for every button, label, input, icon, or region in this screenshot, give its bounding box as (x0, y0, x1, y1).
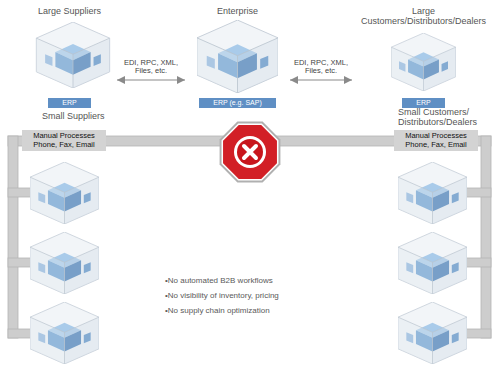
system-box: Large Customers/Distributors/DealersERP (352, 6, 495, 108)
stop-sign-rim (220, 122, 281, 183)
small-supplier-icon (30, 302, 99, 364)
bullet-note: •No automated B2B workflows (165, 276, 273, 285)
stop-sign-ring (234, 136, 266, 168)
node-heading: Enterprise (217, 6, 258, 16)
group-heading: Small Suppliers (42, 111, 105, 121)
gray-bar (463, 258, 491, 267)
edge-label: EDI, RPC, XML, Files, etc. (289, 59, 353, 76)
system-box: Large SuppliersERP (22, 6, 117, 108)
stop-sign (220, 122, 281, 183)
exchange-connector (117, 79, 185, 80)
exchange-connector (290, 79, 352, 80)
group-heading: Small Customers/ Distributors/Dealers (398, 107, 493, 128)
gray-bar (481, 136, 491, 338)
enterprise-erp-icon (197, 20, 278, 93)
bullet-note: •No supply chain optimization (165, 306, 270, 315)
node-heading: Large Customers/Distributors/Dealers (352, 6, 495, 27)
system-label: ERP (48, 98, 90, 108)
cross-mark (244, 146, 256, 158)
system-label: ERP (e.g. SAP) (199, 98, 276, 108)
process-label: Manual Processes Phone, Fax, Email (399, 132, 473, 149)
connectors (117, 80, 352, 81)
stop-sign-disc (237, 139, 263, 165)
small-supplier-icon (30, 232, 99, 294)
system-box: EnterpriseERP (e.g. SAP) (185, 6, 290, 108)
gray-bar (8, 136, 18, 338)
customer-erp-icon (391, 33, 455, 91)
node-heading: Large Suppliers (38, 6, 101, 16)
stop-sign-face (222, 124, 277, 179)
system-label: ERP (402, 98, 444, 108)
gray-bar (463, 329, 491, 338)
large-cubes (36, 20, 455, 93)
process-band: Manual Processes Phone, Fax, Email (394, 130, 478, 151)
small-supplier-icon (30, 162, 99, 224)
process-band: Manual Processes Phone, Fax, Email (22, 130, 106, 151)
gray-bar (463, 188, 491, 197)
edge-label: EDI, RPC, XML, Files, etc. (119, 59, 183, 76)
small-customer-icon (398, 302, 467, 364)
bullet-note: •No visibility of inventory, pricing (165, 291, 279, 300)
small-customer-icon (398, 162, 467, 224)
small-cubes (30, 162, 467, 364)
process-label: Manual Processes Phone, Fax, Email (27, 132, 101, 149)
supplier-erp-icon (36, 22, 109, 88)
small-customer-icon (398, 232, 467, 294)
